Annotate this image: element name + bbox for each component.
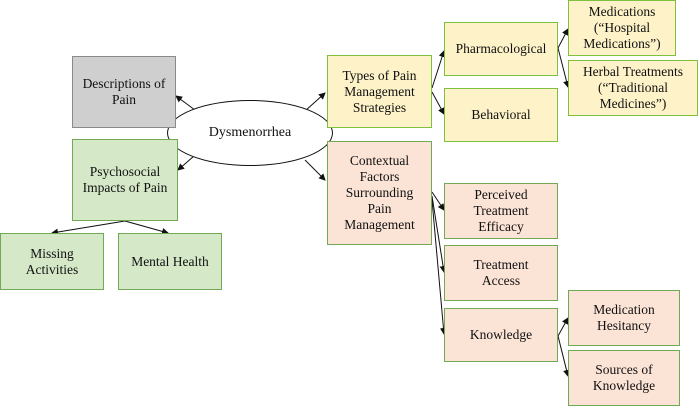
edge-pharm-herbal bbox=[557, 47, 570, 88]
node-sources-of-knowledge: Sources of Knowledge bbox=[568, 350, 680, 406]
node-medication-hesitancy: Medication Hesitancy bbox=[568, 290, 680, 346]
node-perceived-treatment-efficacy: Perceived Treatment Efficacy bbox=[444, 183, 558, 239]
edge-types-behavioral bbox=[431, 91, 445, 115]
node-psychosocial-impacts: Psychosocial Impacts of Pain bbox=[72, 139, 178, 221]
edge-center-psychosocial bbox=[177, 155, 195, 171]
edge-contextual-knowledge bbox=[431, 199, 447, 335]
node-dysmenorrhea: Dysmenorrhea bbox=[167, 100, 333, 166]
edge-types-pharmacological bbox=[431, 50, 446, 89]
edge-psychosocial-missing bbox=[51, 220, 126, 236]
edge-knowledge-hesitancy bbox=[557, 317, 569, 337]
edge-knowledge-sources bbox=[557, 335, 570, 377]
node-knowledge: Knowledge bbox=[444, 308, 558, 362]
edge-pharm-medications bbox=[557, 28, 569, 49]
edge-center-descriptions bbox=[175, 95, 196, 111]
node-types-of-pain-management: Types of Pain Management Strategies bbox=[327, 55, 432, 128]
node-mental-health: Mental Health bbox=[118, 233, 222, 290]
edge-center-types bbox=[304, 92, 326, 112]
node-pharmacological: Pharmacological bbox=[444, 22, 558, 76]
node-missing-activities: Missing Activities bbox=[0, 233, 104, 290]
node-descriptions-of-pain: Descriptions of Pain bbox=[72, 56, 176, 128]
edge-contextual-efficacy bbox=[431, 191, 445, 211]
node-medications: Medications (“Hospital Medications”) bbox=[568, 0, 676, 56]
node-contextual-factors: Contextual Factors Surrounding Pain Mana… bbox=[327, 141, 432, 245]
edge-center-contextual bbox=[304, 159, 326, 181]
edge-contextual-access bbox=[431, 195, 447, 273]
node-behavioral: Behavioral bbox=[444, 88, 558, 142]
node-herbal-treatments: Herbal Treatments (“Traditional Medicine… bbox=[568, 60, 698, 116]
node-treatment-access: Treatment Access bbox=[444, 245, 558, 301]
edge-psychosocial-mental bbox=[124, 220, 169, 235]
